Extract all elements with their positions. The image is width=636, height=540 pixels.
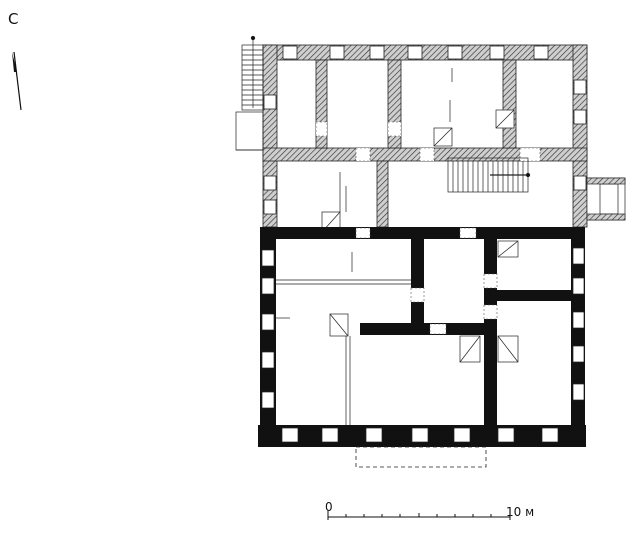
lower-north-wall	[260, 227, 585, 239]
partition-3	[502, 59, 517, 149]
east-wall-upper	[572, 44, 588, 228]
upper-wing-walls	[262, 44, 588, 228]
south-porch-outline	[355, 446, 487, 468]
scale-bar	[327, 511, 511, 520]
inner-wall-b	[360, 323, 490, 335]
north-arrow-line	[13, 51, 22, 111]
lower-door-gaps	[355, 227, 498, 335]
east-porch	[586, 177, 626, 221]
inner-wall-a	[411, 239, 424, 335]
scale-end-label: 10 м	[506, 505, 534, 519]
north-arrow-head	[12, 52, 17, 72]
north-arrow: С	[8, 10, 22, 111]
lower-windows	[261, 247, 585, 443]
upper-door-gaps	[315, 121, 541, 162]
north-label: С	[8, 10, 18, 28]
central-staircase	[447, 157, 531, 193]
partition-4	[376, 160, 389, 228]
upper-windows	[263, 45, 587, 215]
inner-wall-d	[484, 290, 571, 301]
inner-wall-c	[484, 239, 497, 425]
lower-fixtures	[274, 240, 519, 425]
partition-1	[315, 59, 328, 149]
scale-start-label: 0	[325, 500, 333, 514]
west-stair	[235, 35, 264, 151]
lower-block-walls	[258, 227, 586, 447]
